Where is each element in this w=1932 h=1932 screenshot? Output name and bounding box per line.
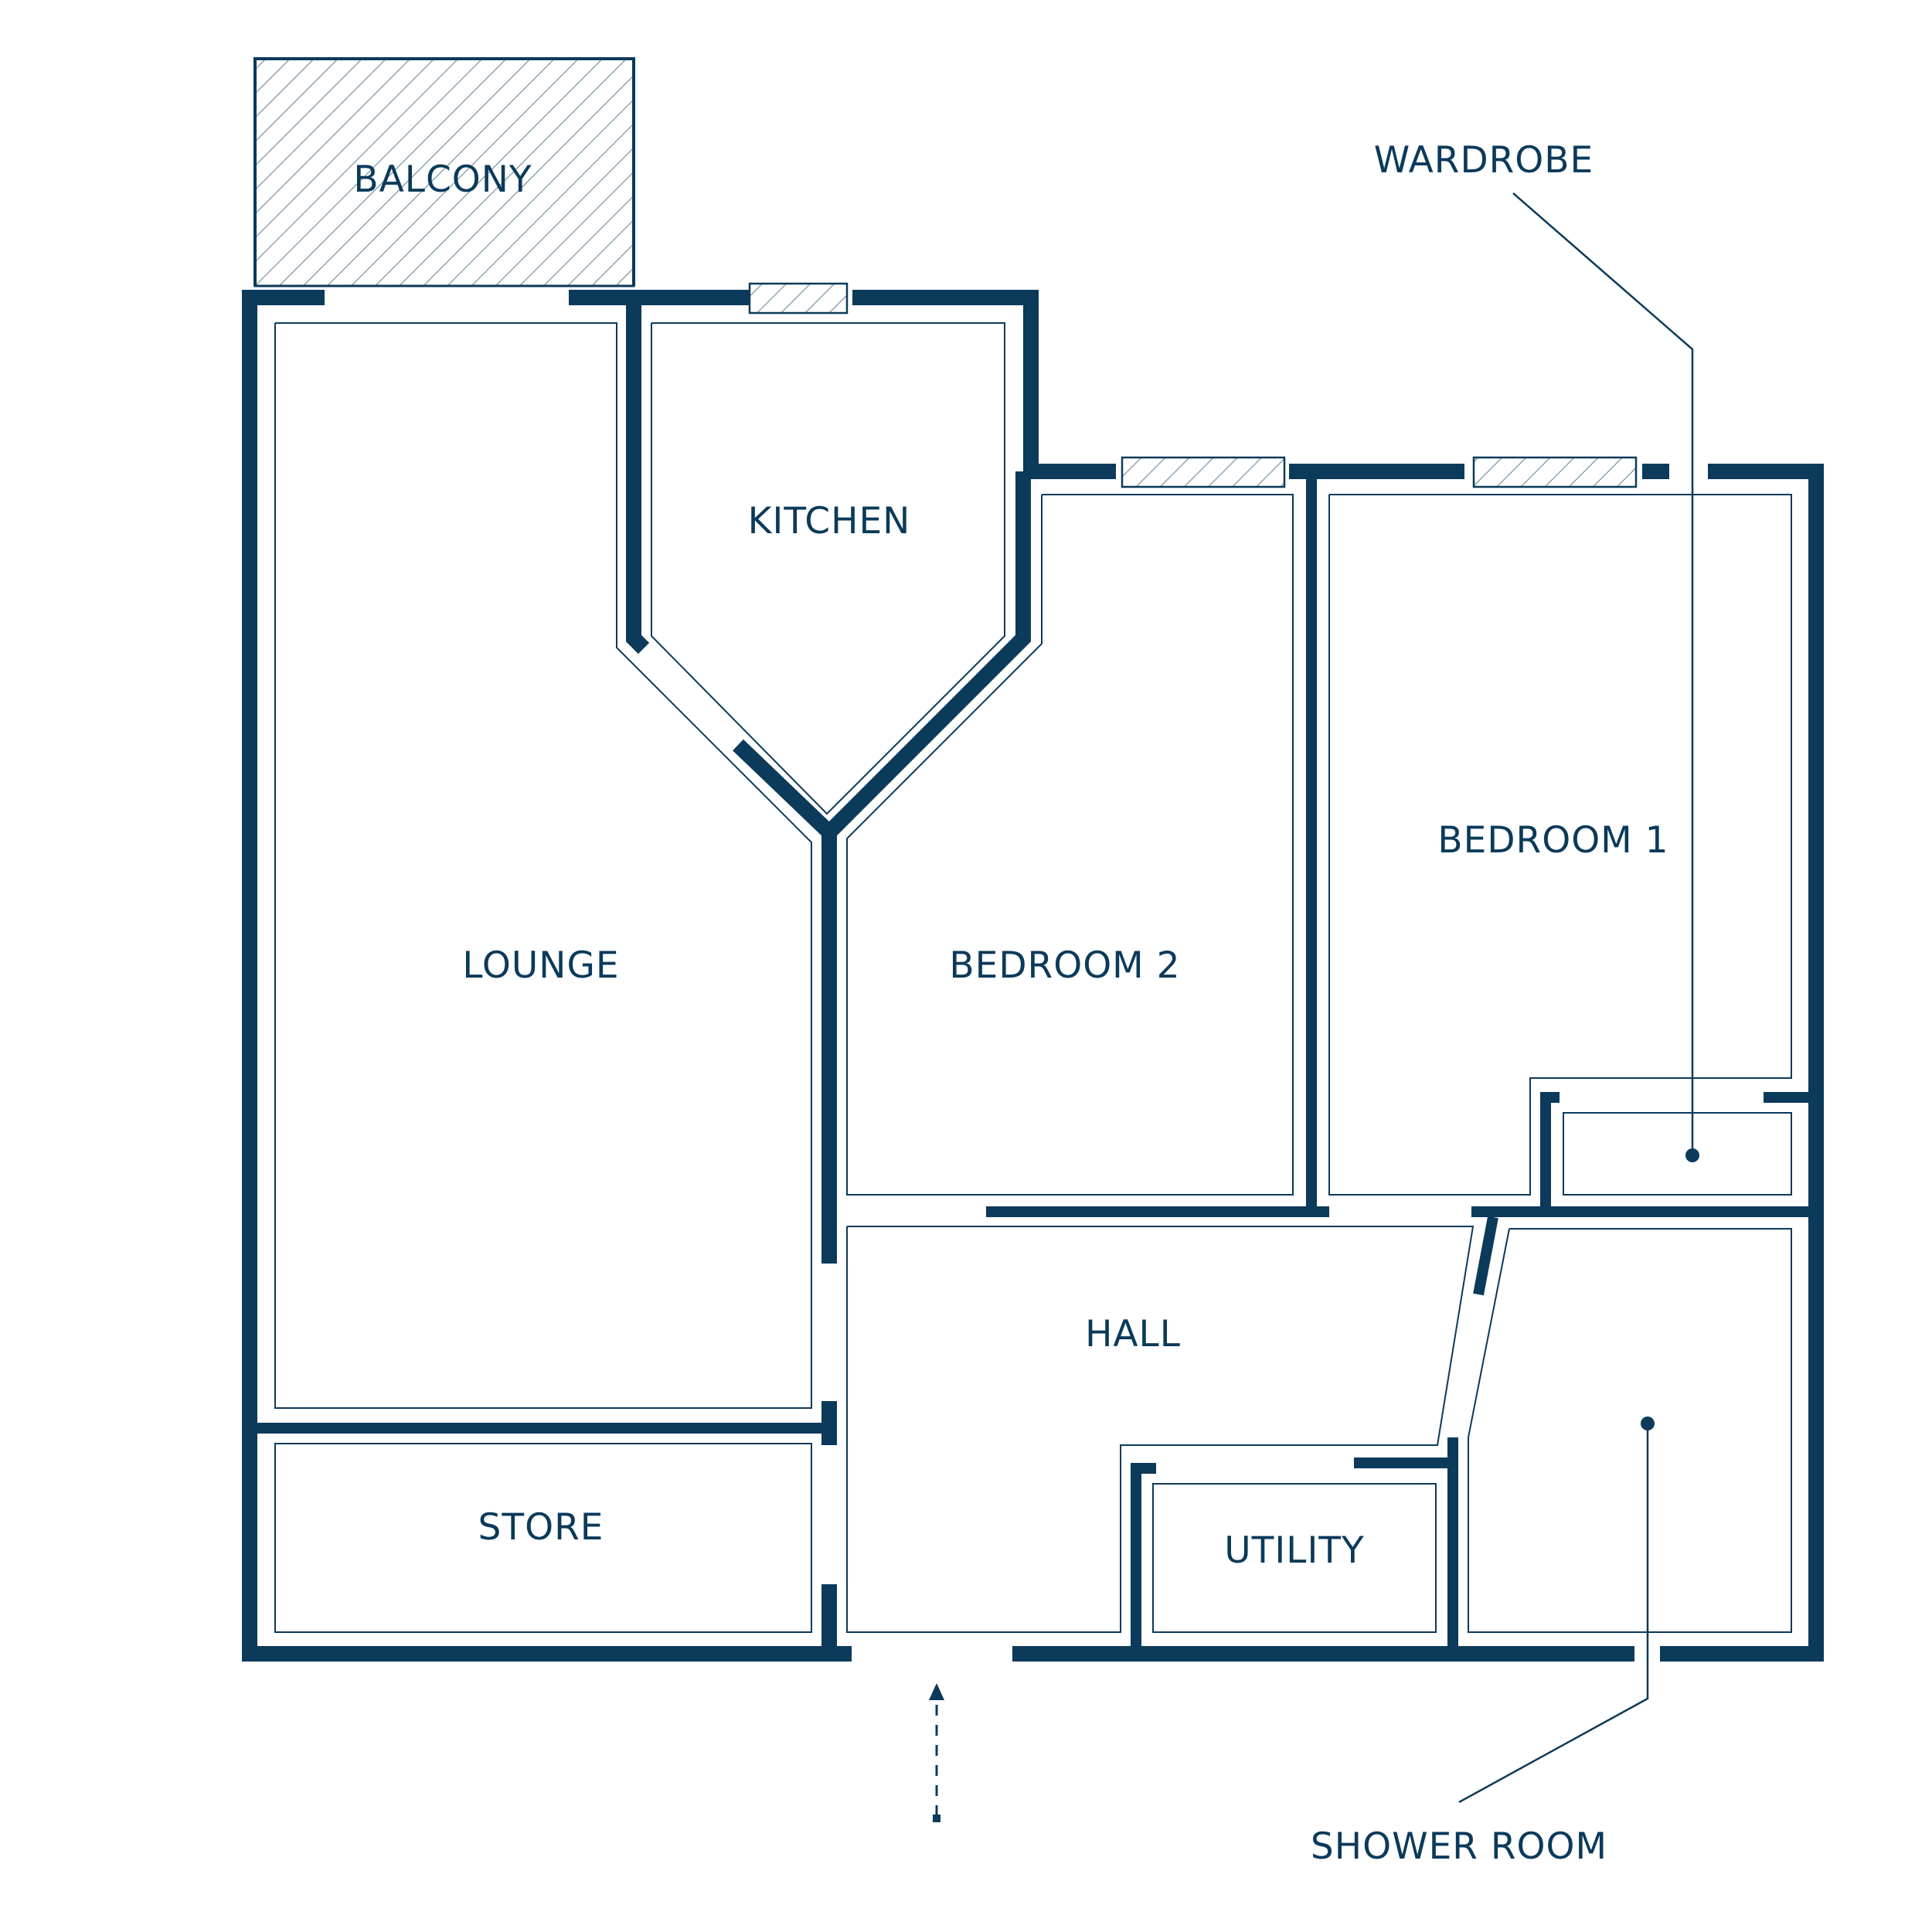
room-labels: BALCONY KITCHEN LOUNGE BEDROOM 2 BEDROOM… [353,158,1668,1572]
lounge-label: LOUNGE [462,944,619,987]
room-outlines [274,322,1792,1633]
bedroom1-label: BEDROOM 1 [1437,819,1668,862]
wardrobe-callout: WARDROBE [1374,139,1699,1162]
kitchen-label: KITCHEN [748,500,911,543]
bedroom2-window [1121,456,1286,488]
utility-label: UTILITY [1224,1529,1364,1572]
entrance-arrow [929,1683,944,1822]
shower-room-callout-label: SHOWER ROOM [1311,1825,1607,1868]
wardrobe-marker-dot [1685,1148,1699,1162]
wardrobe-callout-label: WARDROBE [1374,139,1594,182]
bedroom2-label: BEDROOM 2 [949,944,1180,987]
shower-room-callout: SHOWER ROOM [1311,1417,1655,1868]
wardrobe-leader-line [1512,192,1694,1155]
balcony-area [253,57,635,287]
shower-room-leader-line [1458,1423,1649,1804]
store-label: STORE [478,1506,604,1549]
kitchen-window [748,282,849,315]
balcony-label: BALCONY [353,158,532,201]
bedroom1-window [1472,456,1638,488]
hall-label: HALL [1085,1313,1181,1355]
interior-walls [250,298,1816,1662]
windows [748,282,1638,488]
